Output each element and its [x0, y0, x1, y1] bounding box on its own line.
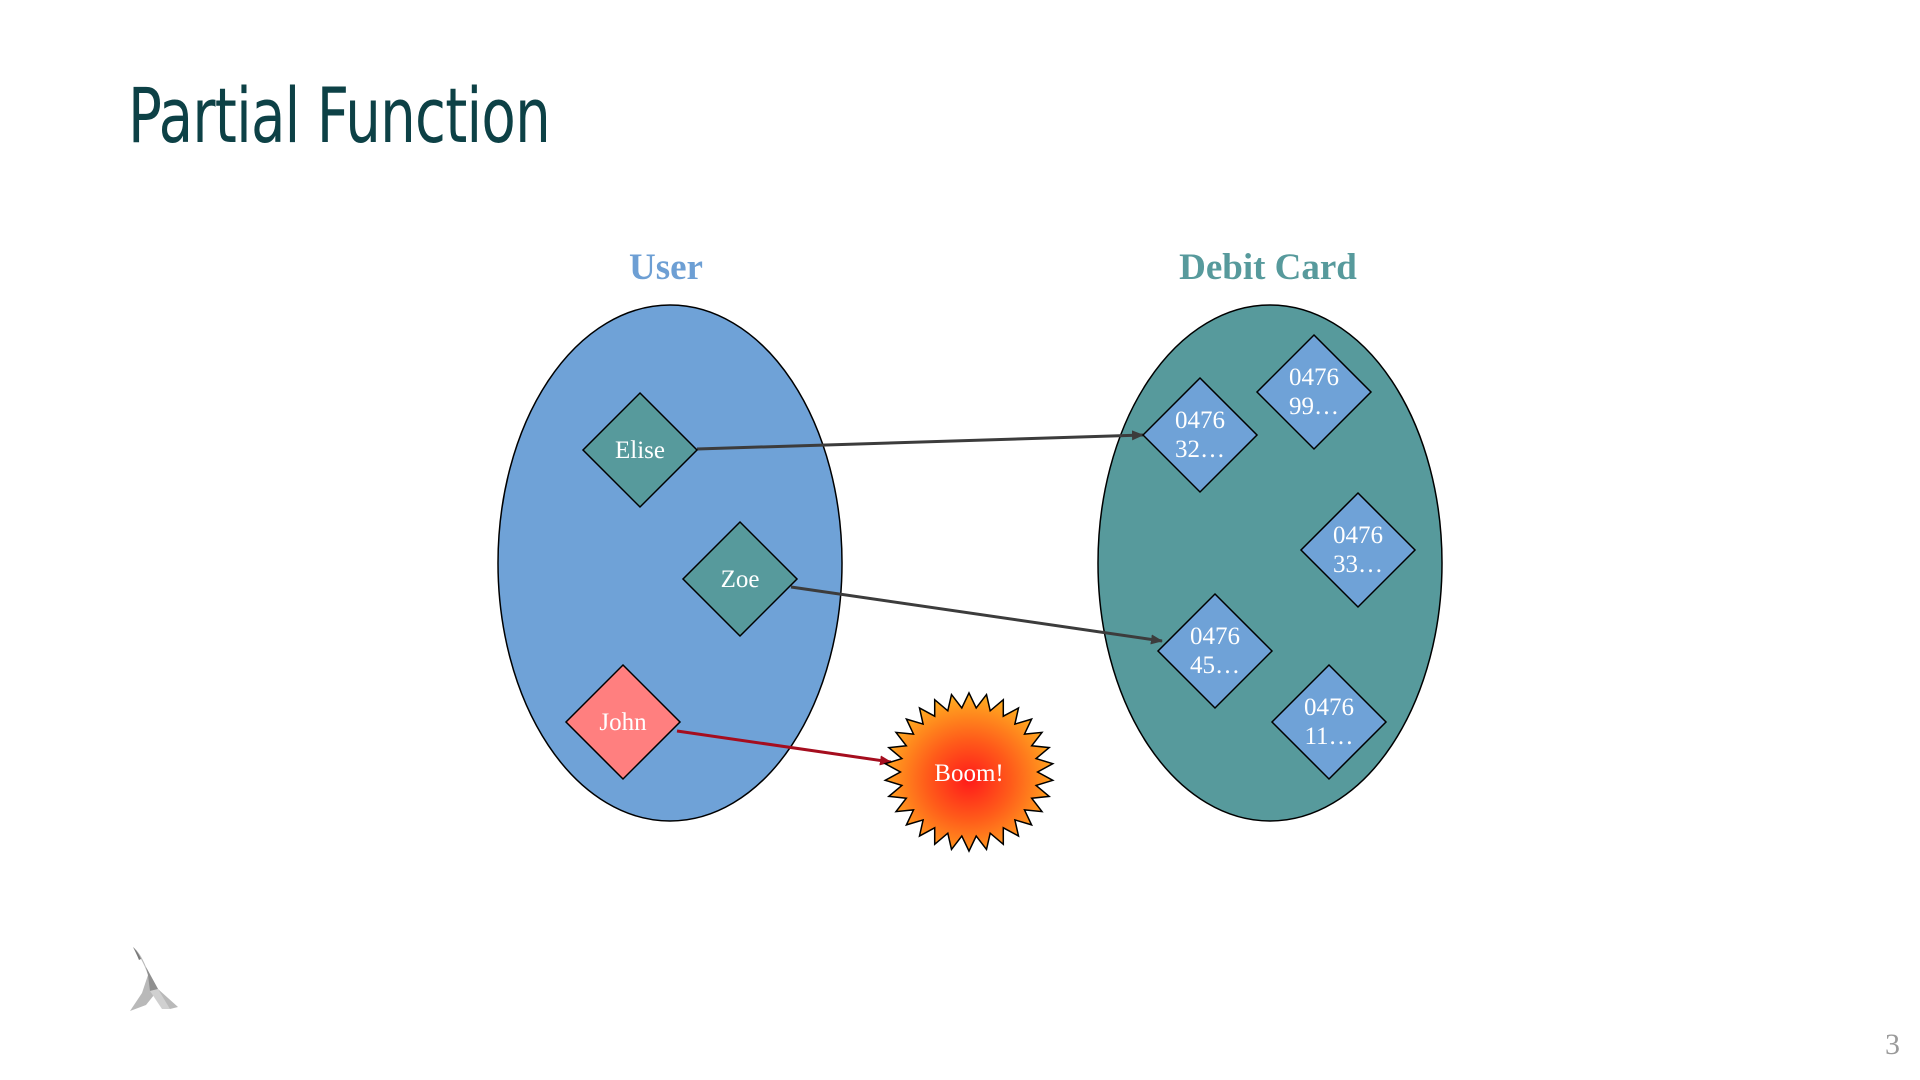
- boom-label: Boom!: [934, 760, 1003, 787]
- slide-title: Partial Function: [128, 71, 551, 160]
- user-set-label: User: [629, 247, 703, 288]
- user-node-label: Elise: [615, 437, 665, 464]
- card-node-11: 0476 11…: [1270, 663, 1388, 781]
- card-line-1: 0476: [1289, 364, 1339, 391]
- card-node-32: 0476 32…: [1141, 376, 1259, 494]
- card-line-2: 11…: [1304, 723, 1353, 750]
- card-line-2: 32…: [1175, 436, 1225, 463]
- card-line-1: 0476: [1333, 522, 1383, 549]
- logo-icon: [130, 947, 178, 1011]
- boom-node: Boom!: [883, 691, 1055, 853]
- card-node-45: 0476 45…: [1156, 592, 1274, 710]
- card-line-1: 0476: [1190, 623, 1240, 650]
- card-line-2: 45…: [1190, 652, 1240, 679]
- mapping-arrow-john: [676, 729, 892, 766]
- debit-card-set-label: Debit Card: [1179, 247, 1357, 288]
- user-node-zoe: Zoe: [681, 520, 799, 638]
- card-line-1: 0476: [1175, 407, 1225, 434]
- card-node-99: 0476 99…: [1255, 333, 1373, 451]
- mapping-arrow-zoe: [790, 585, 1163, 645]
- page-number: 3: [1885, 1028, 1900, 1061]
- card-node-33: 0476 33…: [1299, 491, 1417, 609]
- user-node-john: John: [564, 663, 682, 781]
- explosion-icon: [883, 691, 1055, 853]
- mapping-arrow-elise: [696, 430, 1144, 451]
- user-set-ellipse: [497, 304, 843, 822]
- user-node-label: John: [599, 709, 647, 736]
- card-line-2: 99…: [1289, 393, 1339, 420]
- card-line-2: 33…: [1333, 551, 1383, 578]
- user-node-label: Zoe: [721, 566, 760, 593]
- user-node-elise: Elise: [581, 391, 699, 509]
- card-line-1: 0476: [1304, 694, 1354, 721]
